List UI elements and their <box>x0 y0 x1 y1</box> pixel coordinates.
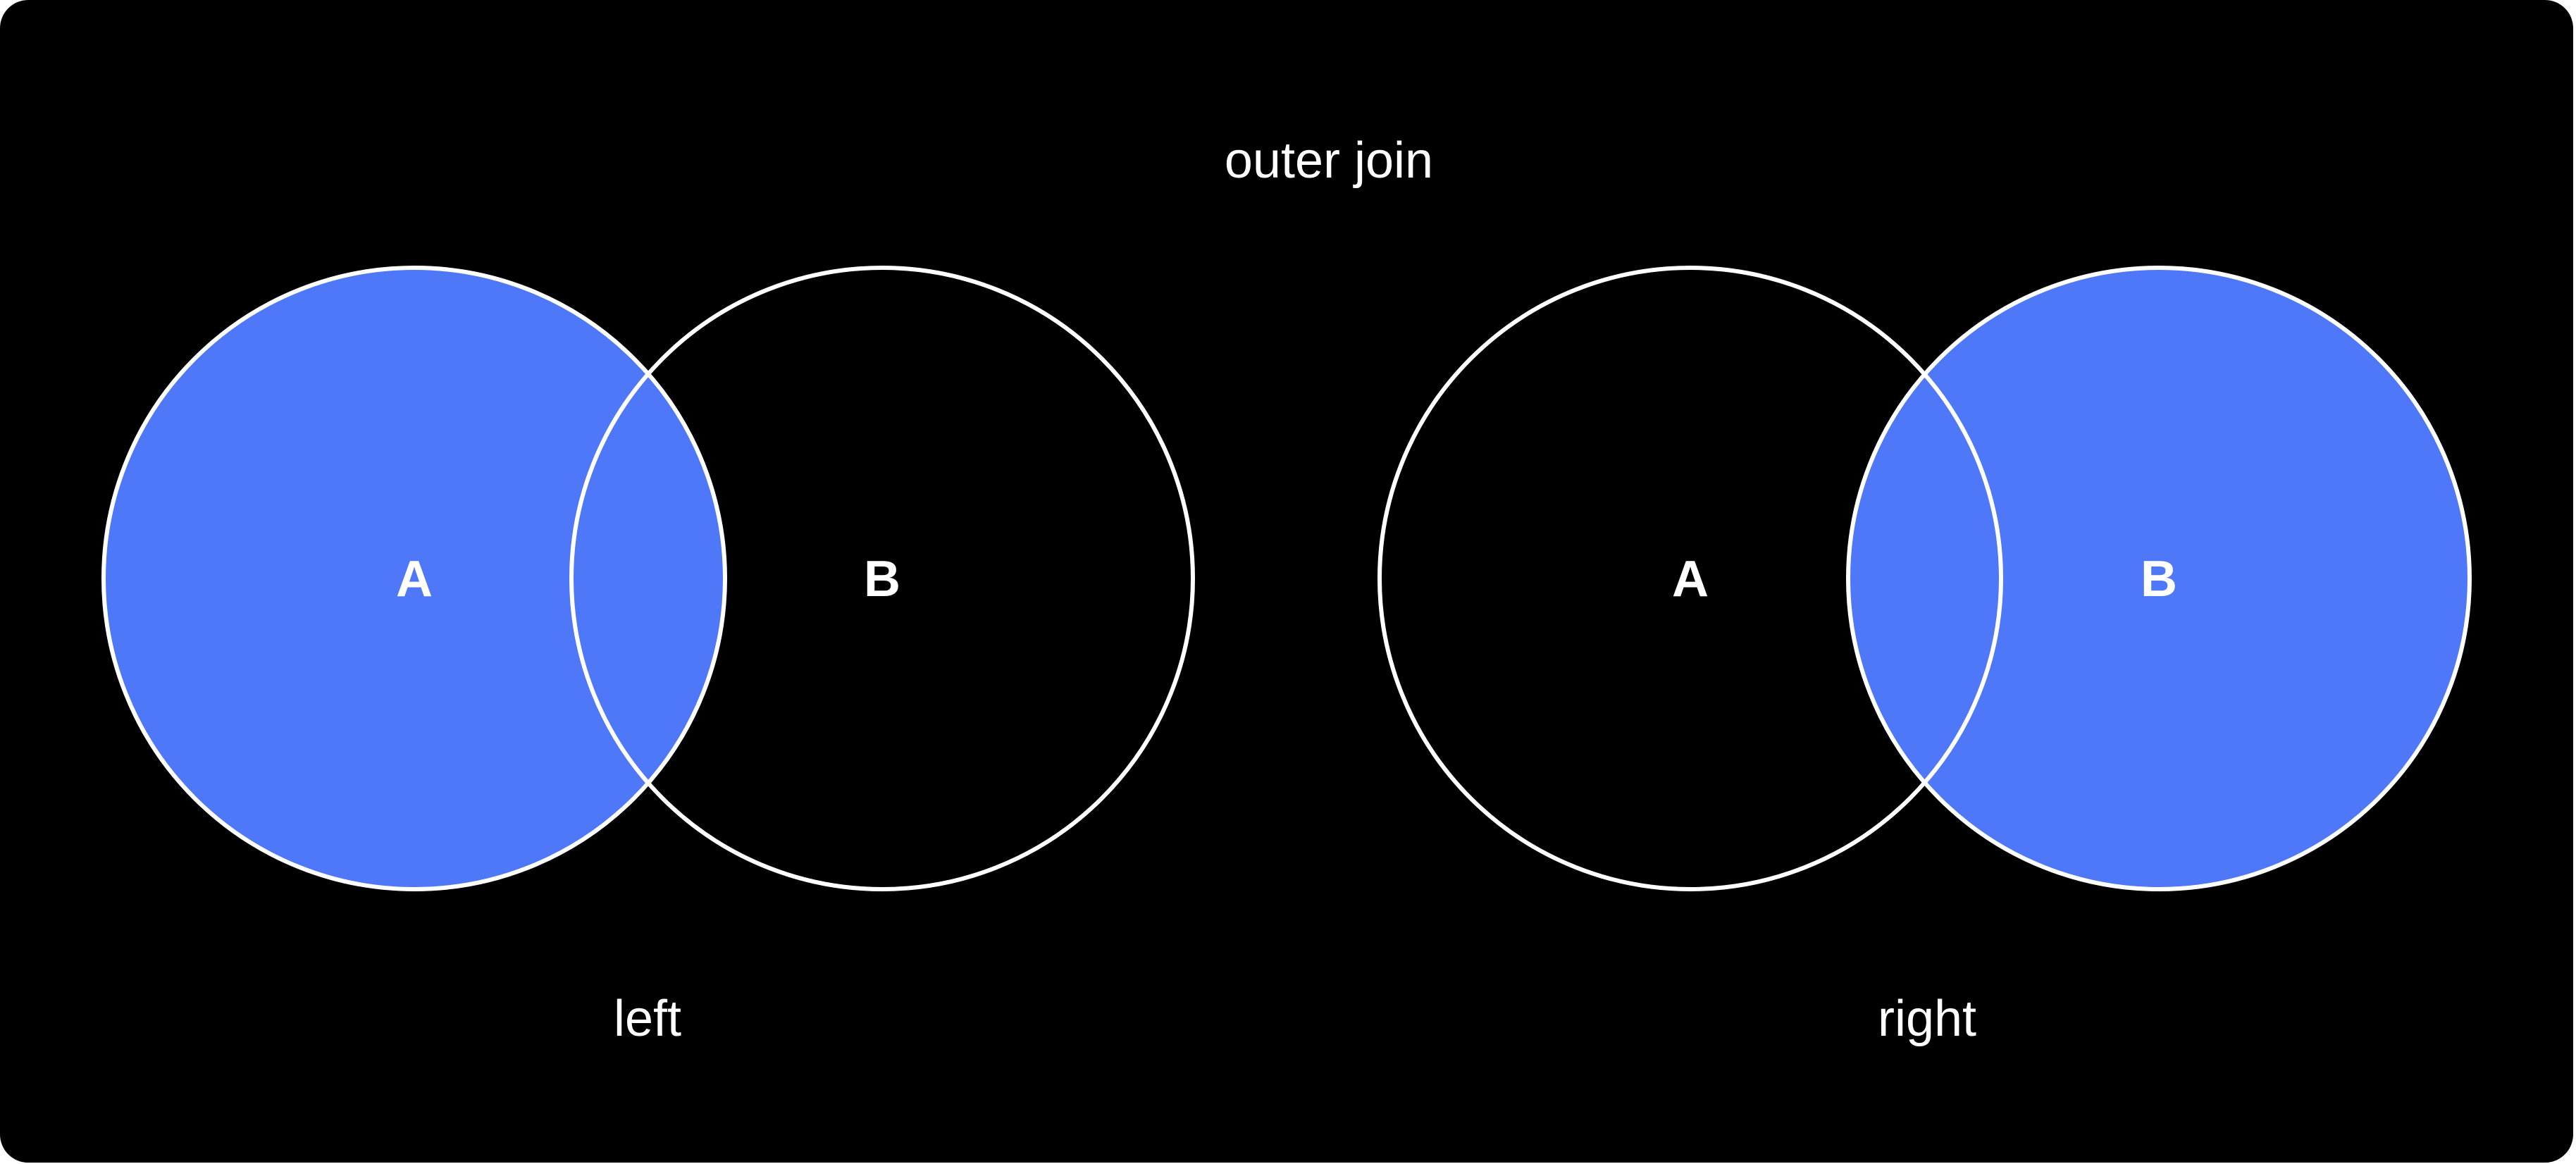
set-b-label: B <box>864 551 900 607</box>
right-join-diagram: A B right <box>1377 266 2472 1047</box>
set-b-circle <box>1848 268 2470 889</box>
set-a-label: A <box>1672 551 1709 607</box>
left-caption: left <box>614 991 681 1047</box>
set-b-outline <box>569 266 1195 891</box>
set-a-label: A <box>396 551 433 607</box>
set-a-outline <box>1377 266 2003 891</box>
set-a-circle <box>104 268 725 889</box>
right-caption: right <box>1878 991 1976 1047</box>
diagram-title: outer join <box>1225 132 1433 189</box>
set-b-outline <box>1846 266 2472 891</box>
set-a-outline <box>101 266 727 891</box>
left-join-diagram: A B left <box>101 266 1195 1047</box>
set-b-label: B <box>2141 551 2177 607</box>
